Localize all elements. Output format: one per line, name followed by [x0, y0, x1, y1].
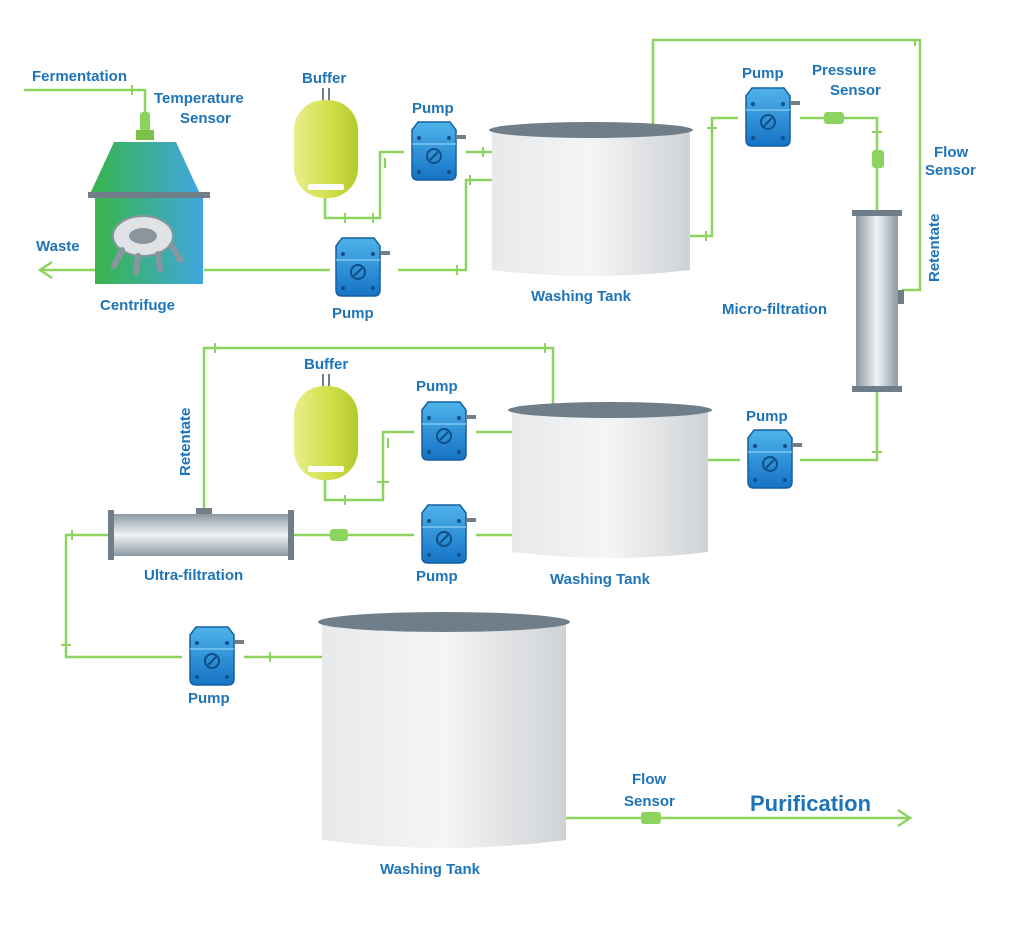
label-temperature-sensor-2: Sensor [180, 110, 231, 127]
buffer-vessel-top-icon [294, 88, 358, 198]
label-flow-sensor-bottom-2: Sensor [624, 793, 675, 810]
label-pump-b: Pump [332, 305, 374, 322]
label-pump-a: Pump [412, 100, 454, 117]
label-pump-d: Pump [416, 378, 458, 395]
washing-tank-2-icon [508, 402, 712, 558]
label-washing-tank-1: Washing Tank [531, 288, 632, 305]
label-flow-sensor-top-2: Sensor [925, 162, 976, 179]
label-micro-filtration: Micro-filtration [722, 301, 827, 318]
label-flow-sensor-top: Flow [934, 144, 968, 161]
label-pump-c: Pump [742, 65, 784, 82]
pump-g-icon [189, 626, 245, 686]
label-pressure-sensor: Pressure [812, 62, 876, 79]
label-centrifuge: Centrifuge [100, 297, 175, 314]
label-ultra-filtration: Ultra-filtration [144, 567, 243, 584]
centrifuge-icon [88, 142, 210, 284]
flow-sensor-bottom-icon [641, 812, 661, 824]
micro-filtration-column-icon [852, 210, 904, 392]
label-retentate-right: Retentate [926, 214, 943, 282]
label-buffer-top: Buffer [302, 70, 346, 87]
label-buffer-mid: Buffer [304, 356, 348, 373]
pump-b-icon [335, 237, 391, 297]
flow-sensor-top-icon [872, 150, 884, 168]
label-pump-e: Pump [746, 408, 788, 425]
pump-c-icon [745, 87, 801, 147]
label-temperature-sensor: Temperature [154, 90, 244, 107]
label-pressure-sensor-2: Sensor [830, 82, 881, 99]
pump-a-icon [411, 121, 467, 181]
label-waste: Waste [36, 238, 80, 255]
label-retentate-left: Retentate [177, 408, 194, 476]
pump-d-icon [421, 401, 477, 461]
labels: Fermentation Temperature Sensor Waste Ce… [32, 62, 976, 878]
label-flow-sensor-bottom: Flow [632, 771, 666, 788]
temperature-sensor-icon [136, 112, 154, 140]
label-pump-g: Pump [188, 690, 230, 707]
label-purification: Purification [750, 791, 871, 816]
inline-valve-icon [330, 529, 348, 541]
label-washing-tank-2: Washing Tank [550, 571, 651, 588]
ultra-filtration-column-icon [108, 508, 294, 560]
label-washing-tank-3: Washing Tank [380, 861, 481, 878]
buffer-vessel-mid-icon [294, 374, 358, 480]
pump-e-icon [747, 429, 803, 489]
label-pump-f: Pump [416, 568, 458, 585]
pressure-sensor-icon [824, 112, 844, 124]
pipe-network [24, 38, 922, 828]
washing-tank-3-icon [318, 612, 570, 848]
washing-tank-1-icon [489, 122, 693, 276]
pump-f-icon [421, 504, 477, 564]
label-fermentation: Fermentation [32, 68, 127, 85]
